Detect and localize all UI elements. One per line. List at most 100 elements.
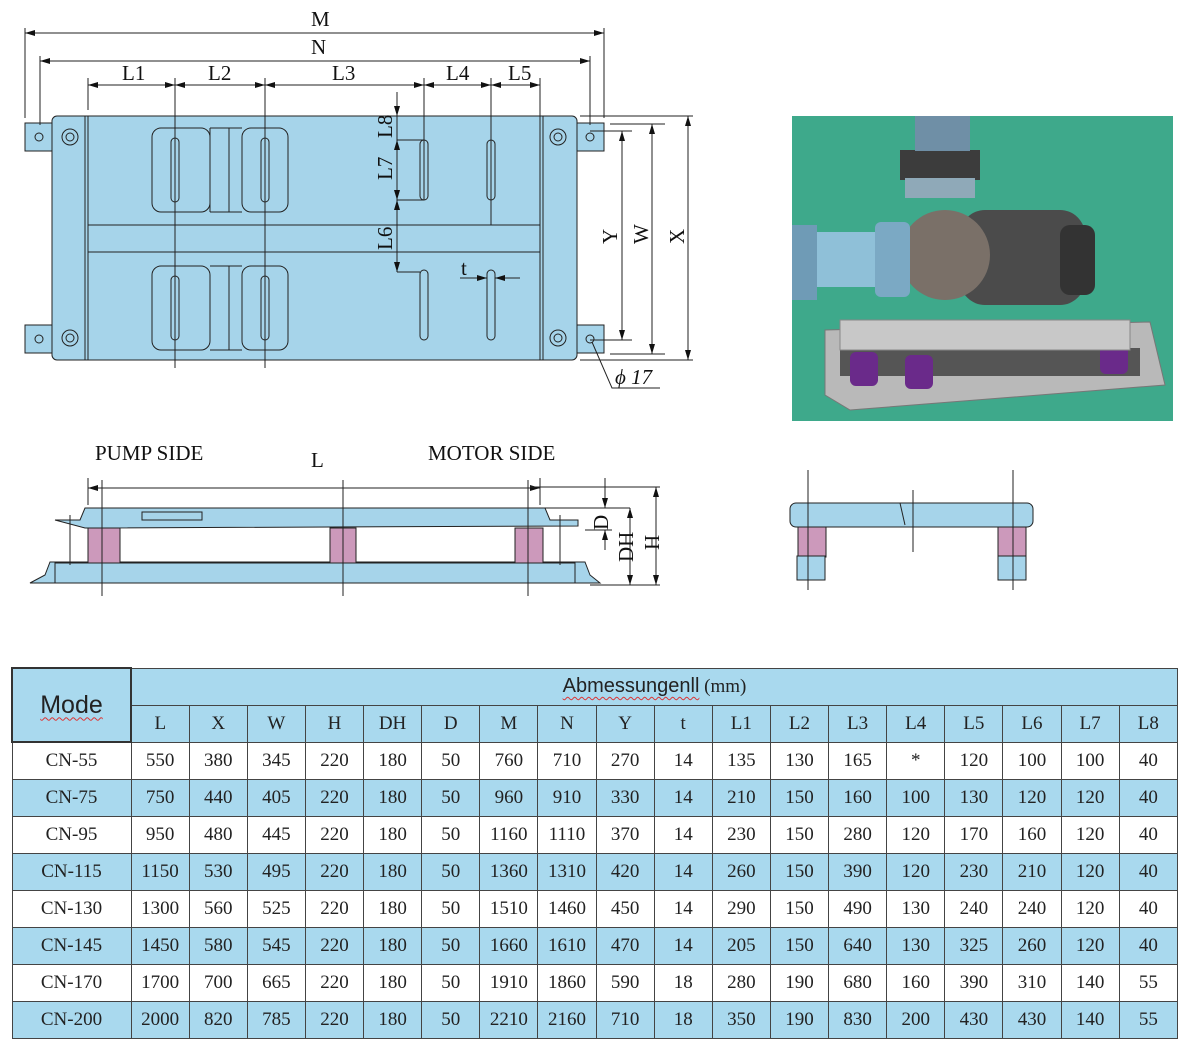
- column-header-d: D: [421, 704, 481, 743]
- side-view-labels: PUMP SIDE L MOTOR SIDE D DH H: [95, 441, 664, 562]
- value-cell: 1510: [479, 890, 539, 928]
- value-cell: 1460: [537, 890, 597, 928]
- value-cell: 120: [1060, 853, 1120, 891]
- value-cell: 1310: [537, 853, 597, 891]
- value-cell: 545: [246, 927, 306, 965]
- value-cell: 140: [1060, 964, 1120, 1002]
- dim-Y: Y: [598, 229, 622, 244]
- column-header-m: M: [479, 704, 539, 743]
- value-cell: 18: [653, 1001, 713, 1039]
- value-cell: 525: [246, 890, 306, 928]
- value-cell: 820: [188, 1001, 248, 1039]
- model-cell: CN-170: [11, 964, 132, 1002]
- value-cell: 405: [246, 779, 306, 817]
- value-cell: 640: [827, 927, 888, 965]
- top-view-labels: M N L1 L2 L3 L4 L5 L8 L7 L6 t Y W X ϕ 17: [122, 7, 689, 389]
- value-cell: 480: [188, 816, 248, 854]
- value-cell: 1450: [130, 927, 190, 965]
- pump-base-photo: [792, 116, 1173, 421]
- dim-X: X: [665, 229, 689, 244]
- value-cell: 680: [827, 964, 888, 1002]
- value-cell: 495: [246, 853, 306, 891]
- value-cell: 1150: [130, 853, 190, 891]
- value-cell: 40: [1118, 927, 1179, 965]
- column-header-l1: L1: [711, 704, 771, 743]
- value-cell: 530: [188, 853, 248, 891]
- value-cell: 2160: [537, 1001, 597, 1039]
- value-cell: 760: [479, 741, 539, 780]
- value-cell: 950: [130, 816, 190, 854]
- value-cell: 220: [304, 741, 365, 780]
- value-cell: 50: [421, 1001, 481, 1039]
- value-cell: 325: [944, 927, 1004, 965]
- value-cell: 18: [653, 964, 713, 1002]
- value-cell: 240: [1002, 890, 1062, 928]
- value-cell: 180: [362, 1001, 423, 1039]
- value-cell: 190: [769, 964, 830, 1002]
- technical-drawings: M N L1 L2 L3 L4 L5 L8 L7 L6 t Y W X ϕ 17: [24, 7, 1173, 596]
- value-cell: 710: [537, 741, 597, 780]
- model-cell: CN-200: [11, 1001, 132, 1039]
- side-view-drawing: [29, 478, 660, 596]
- mode-header: Mode: [11, 667, 132, 743]
- dim-L1: L1: [122, 61, 145, 85]
- value-cell: 260: [1002, 927, 1062, 965]
- value-cell: 960: [479, 779, 539, 817]
- value-cell: 150: [769, 890, 830, 928]
- model-cell: CN-55: [11, 741, 132, 780]
- value-cell: 180: [362, 741, 423, 780]
- value-cell: 190: [769, 1001, 830, 1039]
- value-cell: 130: [886, 890, 946, 928]
- value-cell: 120: [1060, 779, 1120, 817]
- value-cell: 280: [711, 964, 771, 1002]
- value-cell: 2210: [479, 1001, 539, 1039]
- value-cell: 14: [653, 816, 713, 854]
- column-header-l6: L6: [1002, 704, 1062, 743]
- value-cell: 50: [421, 816, 481, 854]
- column-header-l3: L3: [827, 704, 888, 743]
- value-cell: 220: [304, 816, 365, 854]
- value-cell: 490: [827, 890, 888, 928]
- value-cell: 1910: [479, 964, 539, 1002]
- value-cell: 130: [769, 741, 830, 780]
- column-header-w: W: [246, 704, 306, 743]
- value-cell: 130: [944, 779, 1004, 817]
- value-cell: 180: [362, 816, 423, 854]
- value-cell: 220: [304, 779, 365, 817]
- value-cell: 100: [886, 779, 946, 817]
- column-header-l7: L7: [1060, 704, 1120, 743]
- dim-L4: L4: [446, 61, 470, 85]
- column-header-l4: L4: [886, 704, 946, 743]
- value-cell: 50: [421, 927, 481, 965]
- value-cell: 1300: [130, 890, 190, 928]
- value-cell: 220: [304, 927, 365, 965]
- value-cell: 160: [827, 779, 888, 817]
- value-cell: 430: [944, 1001, 1004, 1039]
- value-cell: 130: [886, 927, 946, 965]
- value-cell: 280: [827, 816, 888, 854]
- value-cell: 710: [595, 1001, 655, 1039]
- value-cell: 450: [595, 890, 655, 928]
- value-cell: 160: [886, 964, 946, 1002]
- dim-W: W: [629, 224, 653, 244]
- value-cell: 120: [886, 816, 946, 854]
- value-cell: 180: [362, 779, 423, 817]
- column-header-x: X: [188, 704, 248, 743]
- value-cell: 1660: [479, 927, 539, 965]
- column-header-l2: L2: [769, 704, 830, 743]
- value-cell: 1110: [537, 816, 597, 854]
- value-cell: 50: [421, 853, 481, 891]
- value-cell: 200: [886, 1001, 946, 1039]
- dim-t: t: [461, 256, 467, 280]
- value-cell: 165: [827, 741, 888, 780]
- value-cell: 150: [769, 779, 830, 817]
- value-cell: 1360: [479, 853, 539, 891]
- value-cell: 390: [944, 964, 1004, 1002]
- value-cell: 430: [1002, 1001, 1062, 1039]
- value-cell: 150: [769, 927, 830, 965]
